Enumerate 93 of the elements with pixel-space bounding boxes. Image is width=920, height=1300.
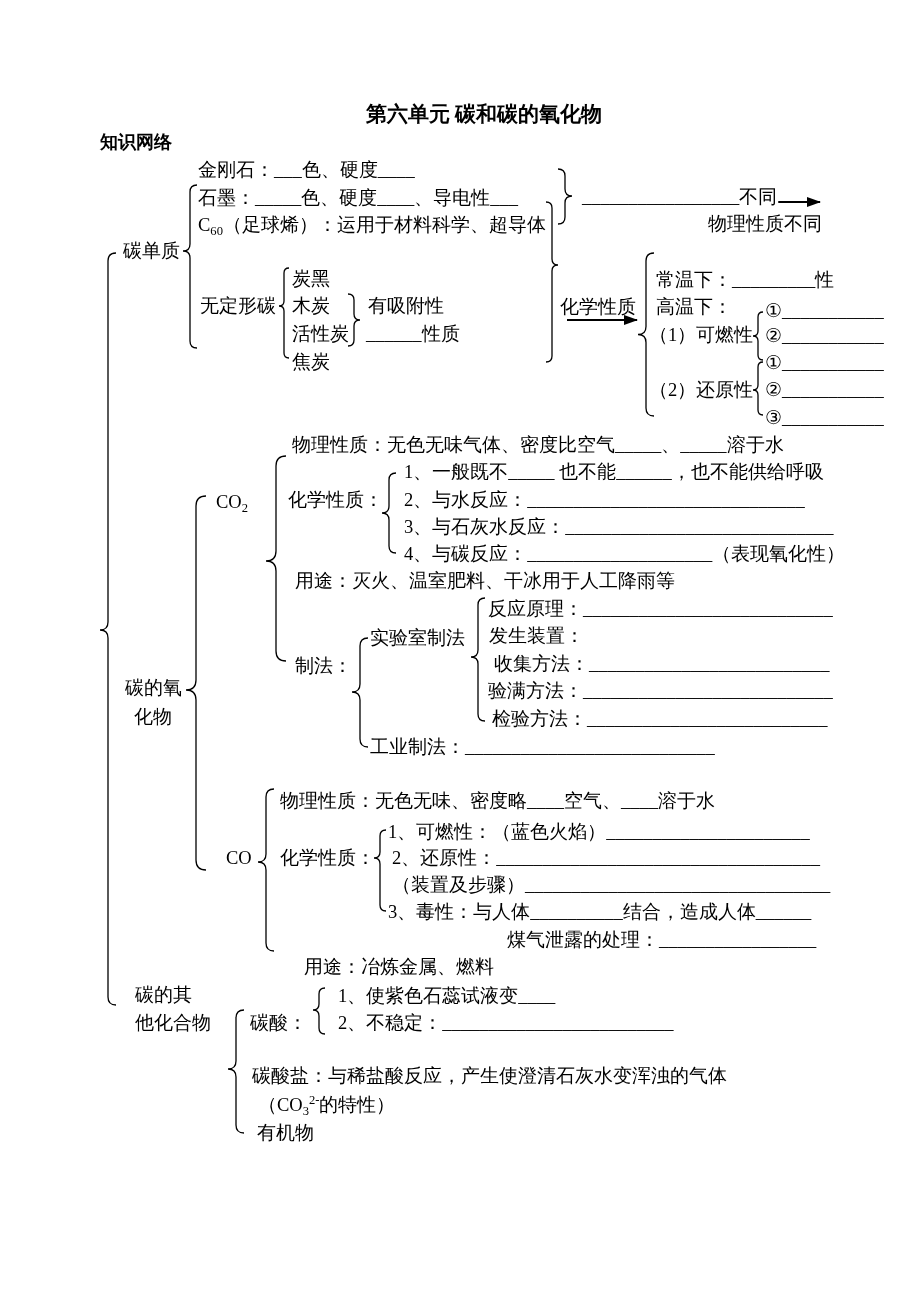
fill-in-line: _________________________________ [525, 875, 831, 895]
fill-in-line: _________________________ [442, 1013, 674, 1033]
statement-text: 石墨：_____色、硬度____、导电性___ [198, 187, 518, 210]
topic-label: （1）可燃性 [649, 324, 754, 347]
statement-text: ①___________ [765, 352, 884, 375]
fill-in-line: __________________________ [587, 709, 828, 729]
topic-label: 高温下： [656, 296, 732, 319]
topic-label: 化学性质： [280, 847, 375, 870]
fill-in-line: ___________ [782, 353, 884, 373]
topic-label: 焦炭 [292, 351, 330, 374]
statement-text: ②___________ [765, 325, 884, 348]
fill-in-line: ___________ [782, 380, 884, 400]
statement-text: 2、与水反应：______________________________ [404, 489, 805, 512]
statement-text: 3、与石灰水反应：_____________________________ [404, 516, 834, 539]
fill-in-line: __________________________ [589, 654, 830, 674]
statement-text: ②___________ [765, 379, 884, 402]
section-heading: 知识网络 [100, 131, 172, 154]
statement-text: 用途：灭火、温室肥料、干冰用于人工降雨等 [295, 570, 675, 593]
statement-text: 有吸附性 [368, 295, 444, 318]
statement-text: 反应原理：___________________________ [488, 598, 833, 621]
statement-text: 煤气泄露的处理：_________________ [507, 929, 817, 952]
statement-text: 用途：冶炼金属、燃料 [304, 956, 494, 979]
fill-in-line: ___ [274, 160, 302, 180]
fill-in-line: ____ [518, 986, 556, 1006]
fill-in-line: _____________________________ [565, 517, 834, 537]
statement-text: 工业制法：___________________________ [370, 736, 715, 759]
fill-in-line: ____ [621, 791, 658, 811]
fill-in-line: ___________ [782, 408, 884, 428]
statement-text: 1、可燃性：（蓝色火焰）______________________ [388, 821, 810, 844]
fill-in-line: __________ [530, 902, 623, 922]
fill-in-line: ___________________________ [465, 737, 715, 757]
statement-text: ③___________ [765, 407, 884, 430]
fill-in-line: _____ [615, 435, 662, 455]
fill-in-line: ____ [377, 160, 415, 180]
statement-text: （CO$_{3}$$^{2-}$的特性） [258, 1093, 396, 1117]
fill-in-line: ______ [616, 462, 672, 482]
title: 第六单元 碳和碳的氧化物 [366, 102, 603, 126]
fill-in-line: ____ [527, 791, 564, 811]
statement-text: （装置及步骤）_________________________________ [392, 874, 831, 897]
topic-label: CO$_{2}$ [216, 491, 248, 514]
topic-label: CO [226, 847, 252, 870]
statement-text: 常温下：_________性 [656, 269, 835, 292]
topic-label: 实验室制法 [370, 627, 465, 650]
topic-label: 化学性质： [288, 489, 383, 512]
statement-text: 2、还原性：___________________________________ [392, 847, 820, 870]
curly-brace [638, 252, 654, 417]
fill-in-line: ___________________________________ [496, 848, 820, 868]
fill-in-line: ___________________________ [583, 681, 833, 701]
statement-text: ______性质 [366, 323, 460, 346]
statement-text: 金刚石：___色、硬度____ [198, 159, 415, 182]
topic-label: 碳酸： [250, 1012, 307, 1035]
topic-label: 碳的氧化物 [123, 677, 183, 729]
topic-label: 制法： [295, 655, 352, 678]
arrow [777, 197, 821, 207]
statement-text: 验满方法：___________________________ [488, 680, 833, 703]
statement-text: 碳酸盐：与稀盐酸反应，产生使澄清石灰水变浑浊的气体 [252, 1065, 727, 1088]
topic-label: 活性炭 [292, 323, 349, 346]
statement-text: 发生装置： [489, 625, 584, 648]
statement-text: 4、与碳反应：____________________（表现氧化性） [404, 543, 846, 566]
fill-in-line: _____ [680, 435, 727, 455]
fill-in-line: ______ [366, 324, 422, 344]
statement-text: 物理性质：无色无味、密度略____空气、____溶于水 [280, 790, 715, 813]
statement-text: 检验方法：__________________________ [492, 708, 828, 731]
statement-text: 1、一般既不_____ 也不能______，也不能供给呼吸 [404, 461, 824, 484]
fill-in-line: ____________________ [527, 544, 713, 564]
topic-label: 化学性质 [560, 295, 636, 319]
topic-label: 无定形碳 [200, 295, 276, 318]
fill-in-line: ______________________________ [527, 490, 805, 510]
fill-in-line: _________________ [659, 930, 817, 950]
fill-in-line: ___________________________ [583, 599, 833, 619]
fill-in-line: ______________________ [606, 822, 810, 842]
arrow [566, 315, 638, 325]
fill-in-line: _________________ [582, 187, 740, 207]
topic-label: 碳单质 [123, 240, 180, 263]
topic-label: 炭黑 [292, 268, 330, 291]
statement-text: 物理性质：无色无味气体、密度比空气_____、_____溶于水 [292, 434, 784, 457]
statement-text: C$_{60}$（足球烯）：运用于材料科学、超导体 [198, 214, 546, 237]
fill-in-line: ___________ [782, 326, 884, 346]
fill-in-line: ___________ [782, 301, 884, 321]
statement-text: 收集方法：__________________________ [494, 653, 830, 676]
statement-text: 3、毒性：与人体__________结合，造成人体______ [388, 901, 812, 924]
statement-text: 2、不稳定：_________________________ [338, 1012, 674, 1035]
fill-in-line: _____ [508, 462, 555, 482]
topic-label: 木炭 [292, 295, 330, 318]
fill-in-line: _____ [255, 188, 302, 208]
statement-text: _________________不同 [582, 187, 778, 207]
statement-text: ①___________ [765, 300, 884, 323]
fill-in-line: ___ [490, 188, 518, 208]
topic-label: （2）还原性 [649, 379, 754, 402]
fill-in-line: ____ [377, 188, 415, 208]
statement-text: 1、使紫色石蕊试液变____ [338, 985, 556, 1008]
fill-in-line: ______ [755, 902, 812, 922]
statement-text: 有机物 [257, 1122, 314, 1145]
